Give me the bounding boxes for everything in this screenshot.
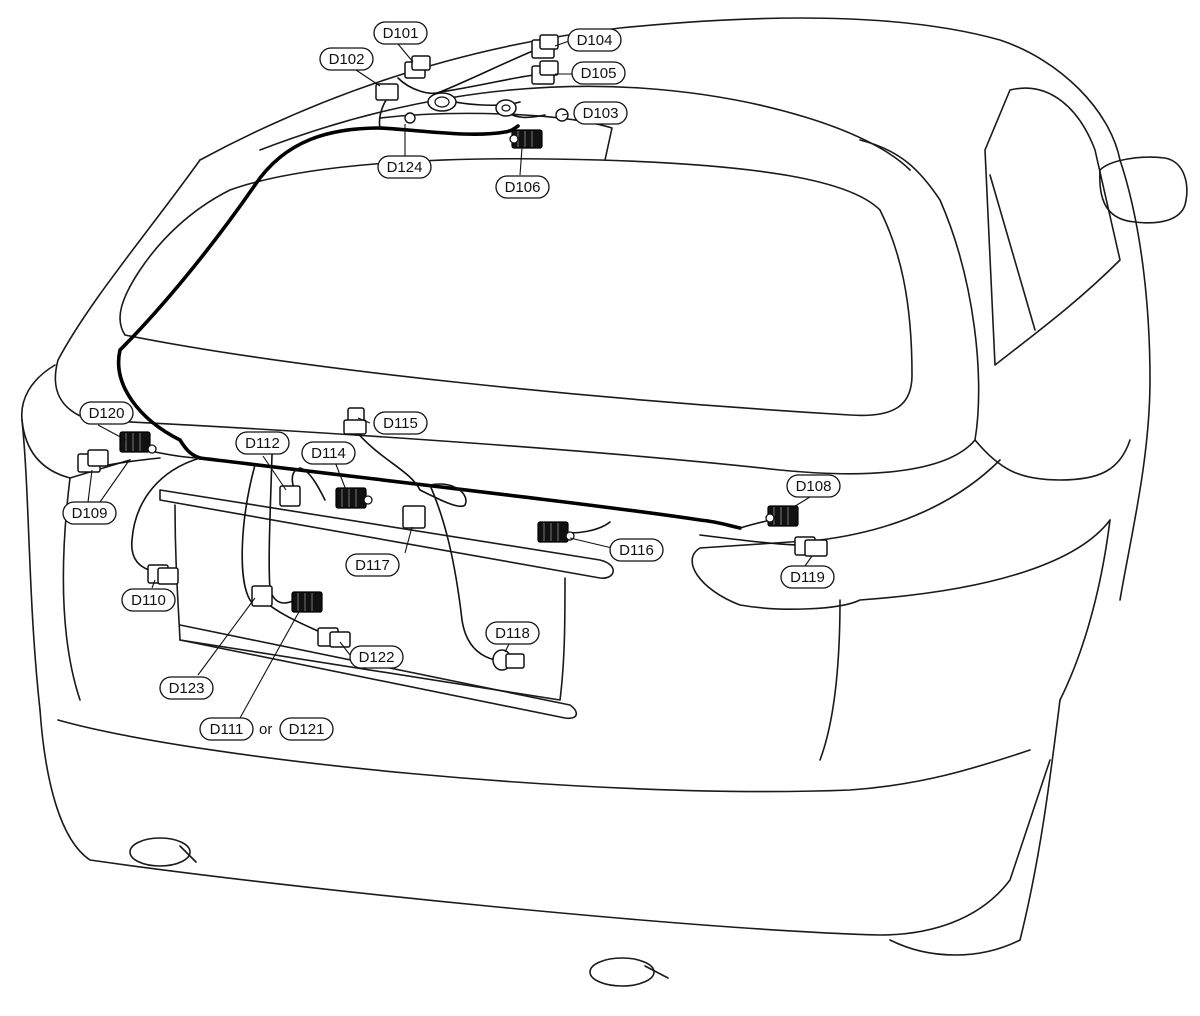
connector-d102	[375, 83, 399, 101]
connector-d112	[279, 485, 301, 507]
svg-text:D102: D102	[329, 51, 365, 68]
connector-d122	[317, 627, 351, 648]
svg-text:D123: D123	[169, 680, 205, 697]
svg-text:D106: D106	[505, 179, 541, 196]
svg-text:D120: D120	[89, 405, 125, 422]
grommet-right	[495, 99, 517, 117]
svg-text:D121: D121	[289, 721, 325, 738]
svg-text:D108: D108	[796, 478, 832, 495]
connector-d115	[343, 407, 367, 435]
label-d104: D104	[567, 28, 622, 52]
label-d108: D108	[786, 474, 841, 498]
svg-text:D117: D117	[355, 557, 390, 574]
connector-d106	[509, 129, 543, 149]
connector-d110	[147, 564, 179, 585]
svg-text:D116: D116	[619, 542, 654, 559]
label-d120: D120	[79, 401, 134, 425]
label-d112: D112	[235, 431, 290, 455]
label-d121: D121	[279, 717, 334, 741]
label-d119: D119	[780, 565, 835, 589]
svg-text:D101: D101	[383, 25, 419, 42]
svg-text:D103: D103	[583, 105, 619, 122]
connector-d116	[537, 521, 575, 543]
label-d105: D105	[571, 61, 626, 85]
connector-d124	[404, 112, 416, 124]
connector-d119	[794, 536, 828, 557]
label-d115: D115	[373, 411, 428, 435]
svg-text:D114: D114	[311, 445, 346, 462]
svg-text:D105: D105	[581, 65, 617, 82]
connector-d114	[335, 487, 373, 509]
connector-d109	[77, 449, 109, 473]
label-d117: D117	[345, 553, 400, 577]
main-harness	[116, 124, 742, 530]
svg-text:D112: D112	[245, 435, 280, 452]
connector-d111-d121	[291, 591, 323, 613]
svg-text:D110: D110	[131, 592, 166, 609]
connector-d105	[531, 60, 559, 85]
label-d116: D116	[609, 538, 664, 562]
label-d102: D102	[319, 47, 374, 71]
branch-wires	[107, 47, 801, 661]
connector-d118	[492, 649, 525, 671]
label-d122: D122	[349, 645, 404, 669]
label-d109: D109	[62, 501, 117, 525]
label-d124: D124	[377, 155, 432, 179]
label-d123: D123	[159, 676, 214, 700]
label-d110: D110	[121, 588, 176, 612]
car-body	[20, 17, 1188, 987]
svg-text:D104: D104	[577, 32, 613, 49]
grommet-left	[427, 92, 457, 112]
svg-text:D124: D124	[387, 159, 423, 176]
svg-text:D118: D118	[495, 625, 530, 642]
label-d114: D114	[301, 441, 356, 465]
label-d103: D103	[573, 101, 628, 125]
connector-d120	[119, 431, 157, 454]
label-d111: D111	[199, 717, 254, 741]
label-d101: D101	[373, 21, 428, 45]
connector-d104	[531, 34, 559, 59]
svg-text:D109: D109	[72, 505, 108, 522]
or-text: or	[259, 721, 272, 738]
leader-lines	[87, 39, 813, 719]
connector-d101	[404, 55, 431, 79]
svg-text:D119: D119	[790, 569, 825, 586]
connector-d123	[251, 585, 273, 607]
svg-text:D111: D111	[210, 721, 244, 738]
connector-d117	[402, 505, 426, 529]
svg-text:D122: D122	[359, 649, 395, 666]
label-d118: D118	[485, 621, 540, 645]
label-d106: D106	[495, 175, 550, 199]
connector-d108	[765, 505, 799, 527]
svg-text:D115: D115	[383, 415, 418, 432]
